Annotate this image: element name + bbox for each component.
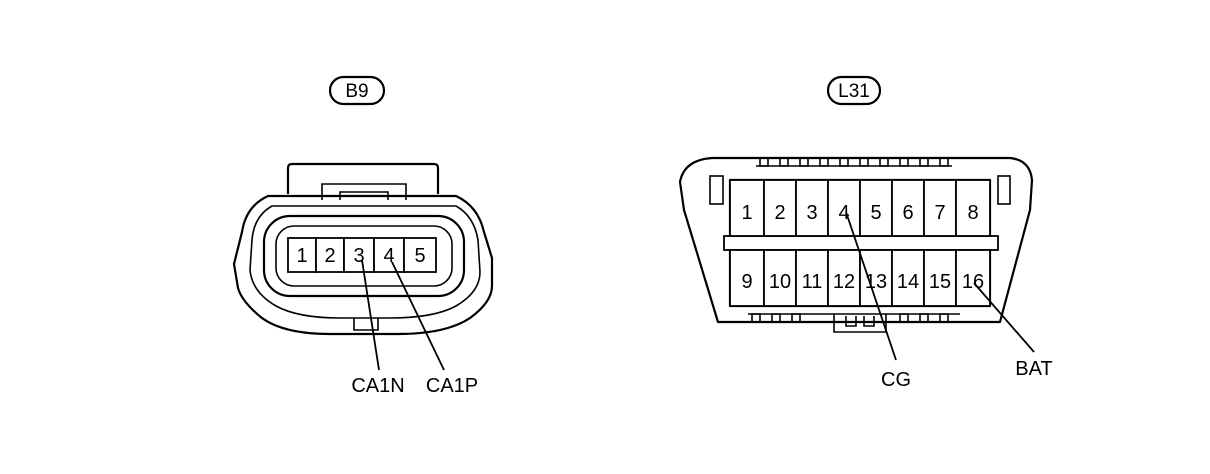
connector-b9: B9 1 2 3 4 5 CA1N CA1P [232, 75, 494, 397]
pin-cell [729, 179, 765, 237]
connector-l31: L31 1 2 3 4 5 [678, 75, 1053, 391]
pin-number: 10 [769, 271, 791, 293]
connector-l31-pins-top: 1 2 3 4 5 6 7 8 [729, 179, 991, 237]
connector-b9-tag-outline [328, 75, 386, 106]
pin-cell [343, 237, 375, 273]
pin-cell [859, 179, 893, 237]
pin-number: 4 [383, 245, 394, 267]
connector-b9-housing [232, 194, 494, 336]
pin-cell [763, 249, 797, 307]
pin-number: 2 [324, 245, 335, 267]
callout-cg: CG [881, 369, 911, 391]
pin-number: 15 [929, 271, 951, 293]
callout-ca1p: CA1P [426, 375, 478, 397]
connector-b9-latch [286, 162, 440, 194]
pin-number: 9 [741, 271, 752, 293]
leader-ca1p [391, 261, 445, 371]
connector-l31-tag: L31 [838, 81, 870, 102]
pin-number: 12 [833, 271, 855, 293]
connector-l31-housing [678, 156, 1034, 324]
pin-cell [955, 249, 991, 307]
pin-number: 14 [897, 271, 919, 293]
pin-cell [827, 249, 861, 307]
pin-cell [729, 249, 765, 307]
leader-cg [845, 211, 897, 361]
connector-l31-pins-bottom: 9 10 11 12 13 14 15 16 [729, 249, 991, 307]
pin-number: 1 [296, 245, 307, 267]
connector-b9-pins: 1 2 3 4 5 [287, 237, 437, 273]
callout-bat: BAT [1015, 358, 1052, 380]
pin-number: 13 [865, 271, 887, 293]
connector-l31-tag-outline [826, 75, 882, 106]
connector-b9-tag: B9 [345, 81, 368, 102]
pin-number: 4 [838, 202, 849, 224]
pin-cell [403, 237, 437, 273]
pin-number: 5 [414, 245, 425, 267]
pin-number: 7 [934, 202, 945, 224]
callout-ca1n: CA1N [351, 375, 404, 397]
pin-cell [923, 249, 957, 307]
pin-number: 3 [353, 245, 364, 267]
leader-ca1n [361, 259, 380, 371]
pin-cell [923, 179, 957, 237]
pin-cell [955, 179, 991, 237]
pin-number: 3 [806, 202, 817, 224]
pin-number: 6 [902, 202, 913, 224]
pin-number: 1 [741, 202, 752, 224]
pin-number: 11 [802, 271, 823, 293]
leader-bat [973, 282, 1035, 353]
pin-cell [859, 249, 893, 307]
pin-number: 2 [774, 202, 785, 224]
pin-number: 5 [870, 202, 881, 224]
pin-number: 8 [967, 202, 978, 224]
